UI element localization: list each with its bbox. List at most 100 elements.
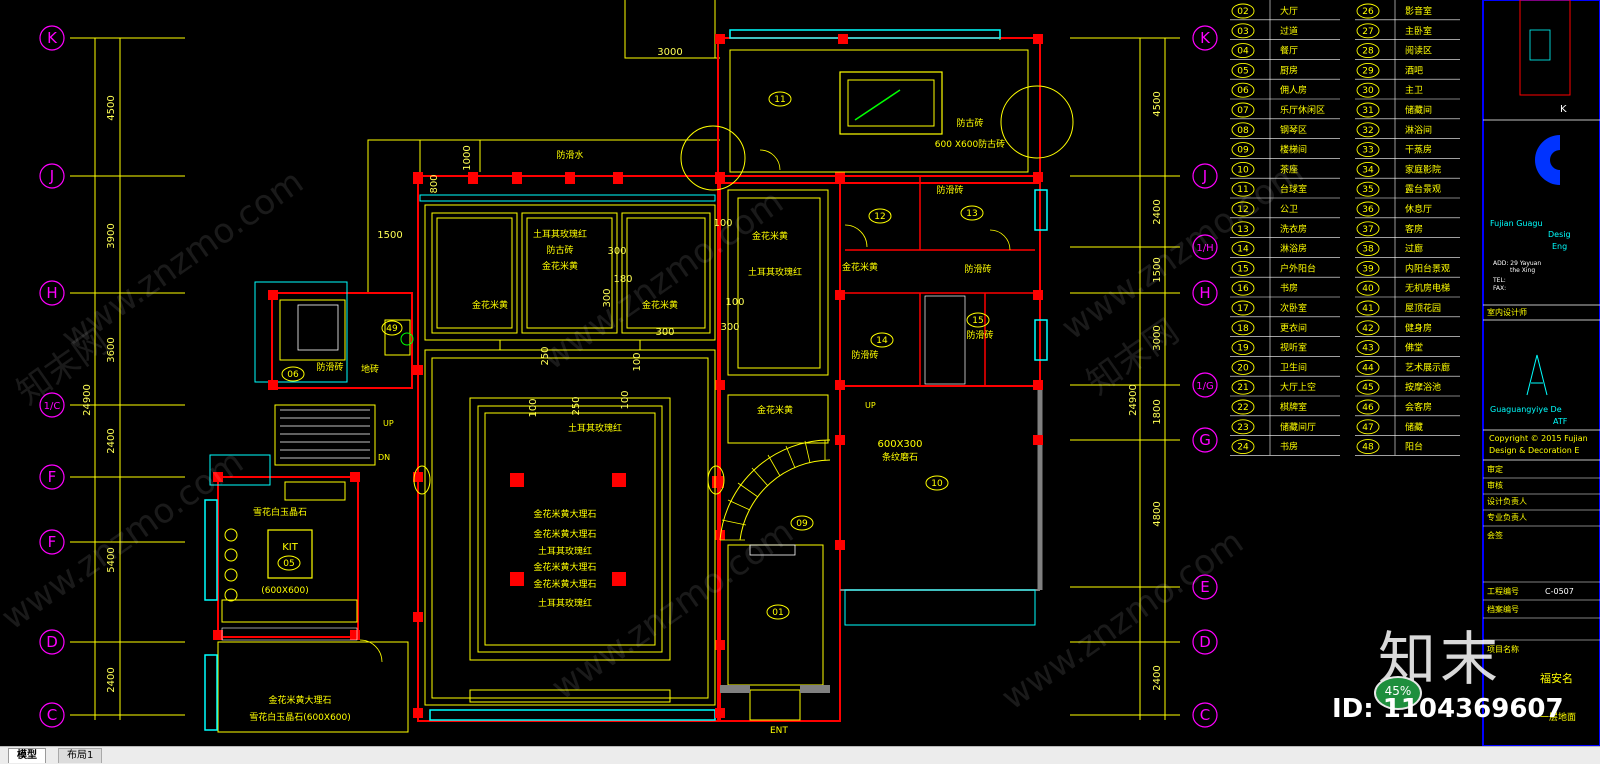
legend-room-name: 更衣间 [1280, 322, 1307, 334]
legend-number: 13 [1237, 225, 1248, 235]
legend-number-bubble [1356, 82, 1380, 98]
tab-model[interactable]: 模型 [8, 748, 46, 763]
svg-text:金花米黄: 金花米黄 [757, 404, 793, 416]
svg-text:11: 11 [774, 95, 785, 105]
svg-text:F: F [48, 468, 57, 486]
svg-text:800: 800 [429, 174, 440, 193]
layout-tab-bar: 模型 布局1 [0, 746, 1600, 764]
legend-number: 07 [1237, 106, 1248, 116]
floor-plan-drawing[interactable]: K J H 1/C F F D C 4500 3900 3600 24900 2… [0, 0, 1600, 746]
svg-text:Eng: Eng [1552, 242, 1567, 251]
legend-number-bubble [1231, 102, 1255, 118]
legend-room-name: 过道 [1280, 25, 1298, 37]
legend-room-name: 公卫 [1280, 204, 1298, 215]
svg-text:一层地面: 一层地面 [1540, 711, 1576, 723]
legend-number-bubble [1356, 62, 1380, 78]
legend-number-bubble [1231, 419, 1255, 435]
legend-number-bubble [1356, 340, 1380, 356]
grid-bubble-c-left: C [39, 702, 65, 728]
legend-number: 47 [1362, 423, 1373, 433]
legend-number-bubble [1231, 221, 1255, 237]
svg-text:会签: 会签 [1487, 530, 1503, 540]
svg-text:D: D [1199, 633, 1211, 651]
legend-room-name: 会客房 [1405, 401, 1432, 413]
legend-number-bubble [1356, 280, 1380, 296]
svg-text:1500: 1500 [377, 230, 402, 241]
legend-number-bubble [1231, 122, 1255, 138]
svg-text:土耳其玫瑰红: 土耳其玫瑰红 [568, 422, 622, 434]
svg-text:3900: 3900 [106, 223, 117, 248]
legend-room-name: 露台景观 [1405, 183, 1441, 195]
legend-number: 36 [1362, 205, 1374, 215]
legend-number: 04 [1237, 47, 1249, 57]
legend-number-bubble [1356, 399, 1380, 415]
legend-number: 22 [1237, 403, 1248, 413]
svg-text:06: 06 [287, 370, 299, 380]
svg-text:TEL:: TEL: [1492, 277, 1506, 284]
legend-room-name: 按摩浴池 [1405, 381, 1441, 393]
legend-number: 09 [1237, 146, 1249, 156]
svg-text:4500: 4500 [106, 95, 117, 120]
grid-bubble-h-left: H [39, 280, 65, 306]
cad-drawing-canvas[interactable]: K J H 1/C F F D C 4500 3900 3600 24900 2… [0, 0, 1600, 746]
svg-text:C: C [47, 706, 57, 724]
legend-number: 17 [1237, 304, 1248, 314]
legend-number: 08 [1237, 126, 1249, 136]
legend-number-bubble [1231, 3, 1255, 19]
svg-text:UP: UP [383, 419, 394, 428]
legend-number-bubble [1231, 62, 1255, 78]
svg-text:Guaguangyiye De: Guaguangyiye De [1490, 405, 1562, 414]
svg-text:24900: 24900 [1128, 384, 1139, 416]
legend-number: 21 [1237, 383, 1248, 393]
legend-room-name: 大厅上空 [1280, 381, 1316, 393]
legend-number: 23 [1237, 423, 1248, 433]
legend-number-bubble [1231, 181, 1255, 197]
svg-text:1800: 1800 [1152, 399, 1163, 424]
legend-room-name: 钢琴区 [1280, 124, 1307, 136]
grid-bubble-f1-left: F [39, 464, 65, 490]
zoom-level-badge[interactable]: 45% [1374, 676, 1422, 710]
svg-text:ATF: ATF [1553, 417, 1568, 426]
svg-text:土耳其玫瑰红: 土耳其玫瑰红 [538, 545, 592, 557]
svg-text:ENT: ENT [770, 726, 788, 736]
svg-text:Copyright © 2015 Fujian: Copyright © 2015 Fujian [1489, 434, 1588, 443]
legend-number-bubble [1356, 23, 1380, 39]
grid-bubble-1c-left: 1/C [39, 392, 65, 418]
legend-number-bubble [1356, 241, 1380, 257]
svg-text:福安名: 福安名 [1540, 671, 1573, 685]
legend-number: 31 [1362, 106, 1373, 116]
legend-number: 32 [1362, 126, 1373, 136]
grid-bubble-k-left: K [39, 25, 65, 51]
svg-text:设计负责人: 设计负责人 [1487, 496, 1527, 506]
plan-labels: 防滑水 金花米黄 金花米黄 土耳其玫瑰红 防古砖 金花米黄 金花米黄 土耳其玫瑰… [249, 117, 1005, 736]
grid-bubble-j-right: J [1192, 163, 1218, 189]
legend-number-bubble [1231, 43, 1255, 59]
legend-number-bubble [1231, 82, 1255, 98]
legend-room-name: 户外阳台 [1280, 262, 1316, 274]
legend-number-bubble [1356, 102, 1380, 118]
grid-bubble-g-right: G [1192, 427, 1218, 453]
legend-number-bubble [1231, 260, 1255, 276]
svg-text:C-0507: C-0507 [1545, 587, 1574, 596]
legend-room-name: 过廊 [1405, 243, 1423, 255]
svg-text:K: K [1200, 29, 1211, 47]
legend-room-name: 家庭影院 [1405, 163, 1441, 175]
legend-room-name: 无机房电梯 [1405, 282, 1450, 294]
svg-text:100: 100 [528, 398, 539, 417]
legend-number: 03 [1237, 27, 1248, 37]
legend-room-name: 主卧室 [1405, 25, 1432, 37]
svg-text:UP: UP [865, 401, 876, 410]
legend-room-name: 洗衣房 [1280, 223, 1307, 235]
svg-text:条纹磨石: 条纹磨石 [882, 451, 918, 463]
svg-text:地砖: 地砖 [361, 363, 379, 375]
legend-number-bubble [1356, 419, 1380, 435]
legend-number: 16 [1237, 284, 1249, 294]
legend-number-bubble [1231, 201, 1255, 217]
tab-layout1[interactable]: 布局1 [58, 748, 103, 763]
legend-room-name: 书房 [1280, 441, 1298, 453]
svg-text:12: 12 [874, 212, 885, 222]
svg-text:24900: 24900 [82, 384, 93, 416]
grid-bubble-1g-right: 1/G [1192, 372, 1218, 398]
grid-bubble-d-left: D [39, 629, 65, 655]
legend-room-name: 储藏 [1405, 421, 1423, 433]
